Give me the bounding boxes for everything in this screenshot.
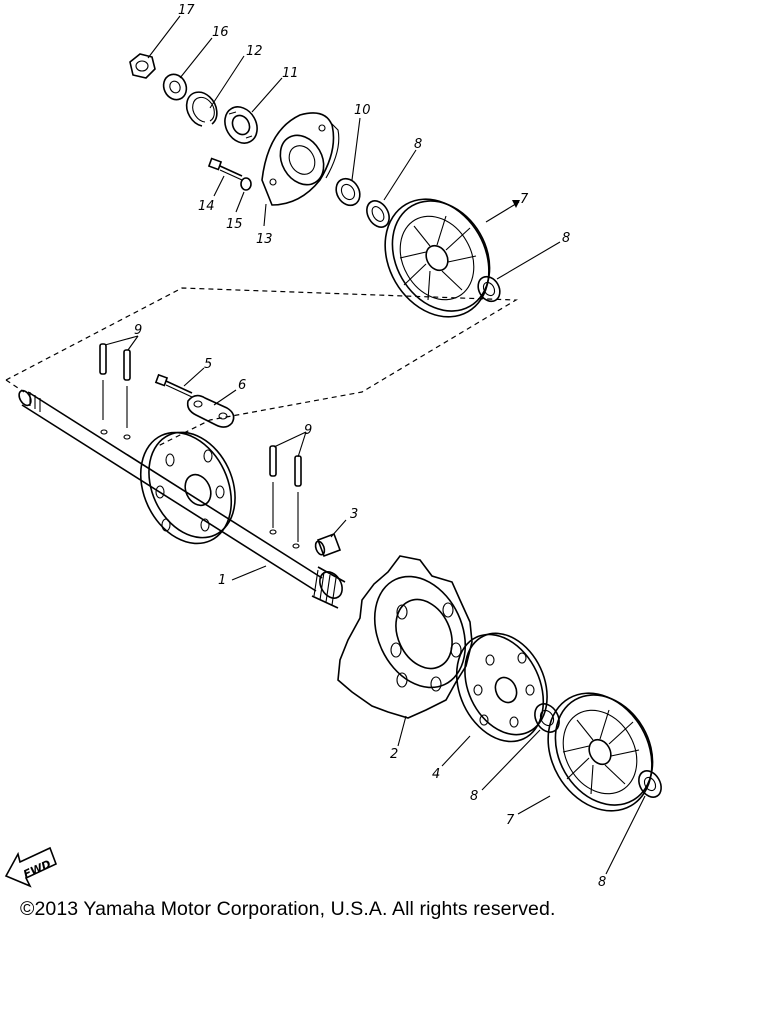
spacer-8-lower	[534, 703, 560, 733]
callout-13: 13	[256, 232, 273, 247]
callout-11: 11	[282, 66, 299, 81]
seal-10	[335, 177, 361, 207]
collar-3	[314, 532, 342, 558]
roll-pins-9-right	[269, 445, 302, 542]
spacer-8-far	[638, 770, 662, 798]
bearing-housing-13	[261, 112, 340, 206]
hub-plate-4	[455, 632, 548, 743]
copyright-notice: ©2013 Yamaha Motor Corporation, U.S.A. A…	[20, 898, 556, 920]
callout-9-b: 9	[304, 423, 312, 438]
arrow-7-upper	[512, 200, 520, 208]
callout-8-c: 8	[470, 789, 478, 804]
callout-9-a: 9	[134, 323, 142, 338]
callout-12: 12	[246, 44, 263, 59]
callout-17: 17	[178, 3, 195, 18]
nut-17	[129, 53, 156, 79]
leader-lines	[104, 15, 646, 875]
spacer-8-right	[477, 275, 501, 303]
idler-wheel-7-upper	[384, 198, 491, 318]
bolt-5	[154, 373, 193, 398]
shaft-spline	[311, 566, 346, 609]
fwd-arrow-icon: FWD	[4, 846, 58, 888]
callout-3: 3	[350, 507, 358, 522]
drive-sprocket-2	[337, 555, 473, 719]
callout-8-b: 8	[562, 231, 570, 246]
fwd-label: FWD	[21, 858, 53, 882]
axle-shaft-1	[18, 389, 323, 592]
callout-8-d: 8	[598, 875, 606, 890]
spacer-8-upper	[366, 200, 390, 228]
bolt-14	[207, 157, 243, 181]
callout-14: 14	[198, 199, 215, 214]
alignment-dashed-line	[5, 287, 519, 447]
callout-5: 5	[204, 357, 212, 372]
callout-10: 10	[354, 103, 371, 118]
callout-1: 1	[218, 573, 226, 588]
callout-7-b: 7	[506, 813, 515, 828]
bearing-11	[224, 106, 258, 144]
callout-8-a: 8	[414, 137, 422, 152]
callout-labels: 17 16 12 11 10 8 7 8 14 15 13 9 5 6 9 3 …	[134, 3, 606, 890]
roll-pins-9-left	[99, 343, 131, 428]
callout-4: 4	[432, 767, 440, 782]
hub-flange	[139, 431, 236, 545]
washer-15	[240, 177, 252, 191]
callout-6: 6	[238, 378, 246, 393]
callout-15: 15	[226, 217, 243, 232]
washer-16	[162, 73, 188, 101]
callout-2: 2	[390, 747, 398, 762]
idler-wheel-7-lower	[547, 692, 654, 812]
callout-7-a: 7	[520, 192, 529, 207]
circlip-12	[185, 91, 218, 127]
callout-16: 16	[212, 25, 229, 40]
link-6	[186, 394, 235, 428]
